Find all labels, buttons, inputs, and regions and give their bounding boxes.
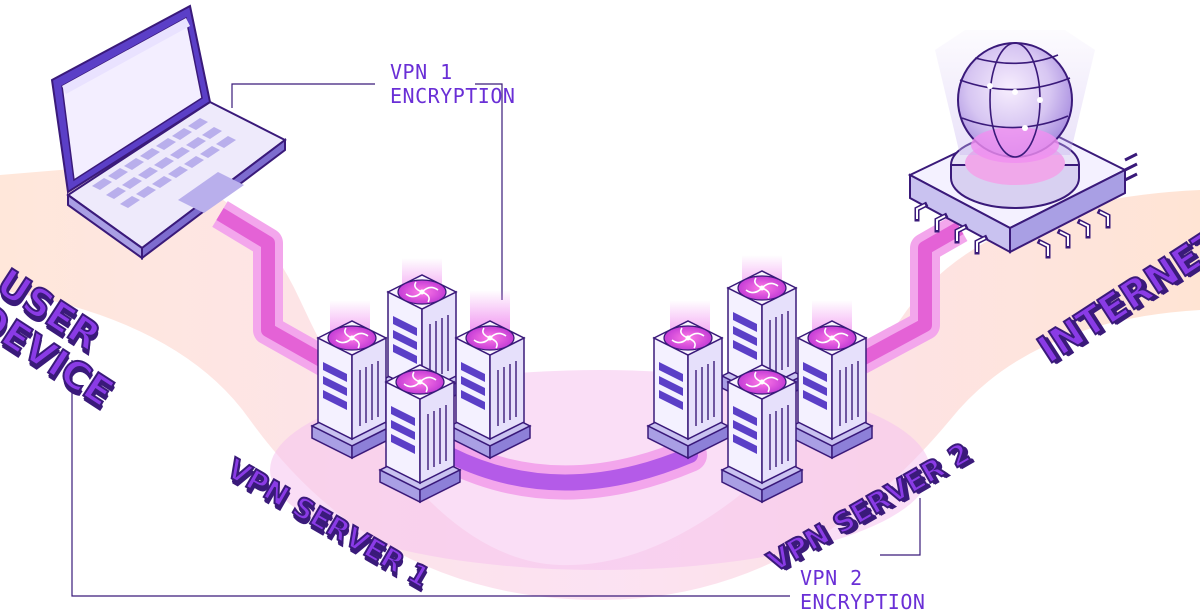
tunnel-server2-to-internet [852,214,968,374]
vpn1-caption-pointer [475,83,503,300]
vpn2-caption-pointer [880,498,921,556]
vpn2-encryption-caption: VPN 2 ENCRYPTION [800,566,925,614]
server-icon [721,364,803,503]
vpn2-caption-leader [71,360,790,597]
tunnel-server1-to-server2 [433,438,707,500]
globe-icon [935,30,1095,163]
laptop-icon [50,4,287,261]
server-icon [647,320,729,459]
tunnel-user-to-server1 [212,201,338,379]
vpn1-caption-line-2: ENCRYPTION [390,84,516,108]
vpn-server-2-group [647,255,873,503]
vpn2-caption-line-2: ENCRYPTION [800,590,926,614]
vpn-server-1-group [311,258,531,503]
vpn1-encryption-caption: VPN 1 ENCRYPTION [390,60,515,108]
vpn2-caption-line-1: VPN 2 [800,566,863,590]
server-icon [791,320,873,459]
server-icon [379,364,461,503]
vpn1-caption-line-1: VPN 1 [390,60,453,84]
server-icon [311,320,393,459]
vpn1-caption-leader [231,83,375,108]
server-icon [449,320,531,459]
